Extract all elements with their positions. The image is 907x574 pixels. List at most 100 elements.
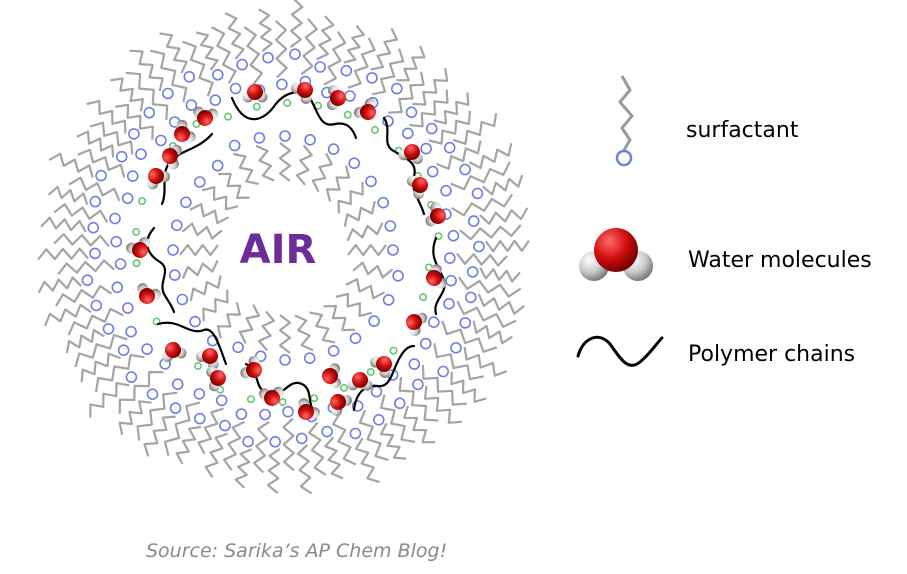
- oxygen-atom: [330, 394, 346, 410]
- surfactant-molecule: [197, 394, 228, 455]
- surfactant-tail: [37, 247, 89, 261]
- source-caption: Source: Sarika’s AP Chem Blog!: [146, 540, 448, 562]
- surfactant-tail: [450, 161, 511, 191]
- surfactant-head: [232, 341, 244, 354]
- surfactant-head: [401, 127, 414, 140]
- surfactant-molecule: [182, 40, 222, 106]
- surfactant-molecule: [159, 32, 196, 83]
- polymer-chain-icon: [576, 335, 664, 367]
- surfactant-molecule: [408, 358, 467, 406]
- surfactant-molecule: [253, 132, 275, 182]
- surfactant-head: [141, 343, 153, 355]
- surfactant-head: [393, 397, 406, 410]
- surfactant-molecule: [278, 314, 292, 366]
- surfactant-tail: [325, 165, 351, 202]
- oxygen-atom: [174, 126, 190, 142]
- surfactant-tail: [37, 276, 82, 294]
- surfactant-head: [189, 315, 201, 328]
- water-molecule: [370, 356, 392, 379]
- surfactant-molecule: [426, 140, 482, 178]
- surfactant-tail: [115, 103, 154, 140]
- surfactant-tail: [278, 314, 292, 354]
- surfactant-tail: [300, 18, 318, 76]
- surfactant-tail: [181, 259, 219, 279]
- counterion: [246, 395, 255, 404]
- legend-polymer-label: Polymer chains: [688, 342, 856, 367]
- surfactant-tail: [343, 24, 365, 64]
- counterion: [343, 110, 352, 119]
- surfactant-head: [445, 274, 457, 287]
- surfactant-head: [279, 354, 291, 366]
- surfactant-tail: [412, 68, 449, 106]
- surfactant-tail: [323, 304, 356, 332]
- surfactant-tail: [110, 77, 144, 112]
- oxygen-atom: [139, 288, 155, 304]
- surfactant-molecule: [321, 425, 344, 480]
- surfactant-tail: [424, 385, 462, 424]
- counterion: [252, 102, 261, 111]
- counterion: [192, 120, 201, 128]
- surfactant-head: [437, 365, 450, 378]
- surfactant-tail: [40, 216, 87, 233]
- surfactant-tail: [428, 110, 471, 145]
- water-molecule: [398, 144, 423, 165]
- surfactant-head: [102, 323, 115, 335]
- surfactant-molecule: [278, 130, 292, 182]
- surfactant-molecule: [53, 233, 122, 248]
- polymer-chain: [156, 321, 228, 366]
- surfactant-molecule: [466, 266, 521, 283]
- surfactant-head: [122, 302, 134, 314]
- surfactant-molecule: [175, 412, 206, 465]
- counterion: [138, 197, 147, 206]
- surfactant-molecule: [464, 291, 525, 315]
- water-molecule: [126, 237, 150, 258]
- surfactant-molecule: [473, 239, 530, 253]
- surfactant-tail: [204, 432, 228, 479]
- surfactant-tail: [159, 32, 188, 74]
- surfactant-head: [279, 130, 291, 142]
- oxygen-atom: [412, 177, 428, 193]
- surfactant-molecule: [65, 323, 115, 354]
- surfactant-head: [366, 72, 378, 84]
- water-molecule: [242, 84, 268, 103]
- water-molecule: [347, 372, 373, 391]
- surfactant-tail: [316, 15, 335, 61]
- surfactant-tail: [253, 420, 270, 474]
- oxygen-atom: [202, 348, 218, 364]
- surfactant-molecule: [258, 8, 274, 64]
- surfactant-tail: [189, 203, 230, 225]
- surfactant-tail: [335, 292, 373, 317]
- surfactant-head: [390, 82, 403, 95]
- surfactant-head: [125, 325, 137, 338]
- surfactant-head: [212, 69, 224, 81]
- oxygen-atom: [430, 208, 446, 224]
- surfactant-molecule: [419, 337, 485, 381]
- surfactant-head: [408, 358, 421, 370]
- surfactant-head: [155, 134, 167, 147]
- surfactant-molecule: [210, 26, 242, 95]
- surfactant-tail: [223, 421, 245, 471]
- surfactant-molecule: [115, 103, 167, 147]
- surfactant-tail: [163, 401, 201, 456]
- surfactant-molecule: [349, 427, 380, 484]
- surfactant-tail: [309, 311, 336, 344]
- surfactant-head: [253, 132, 266, 144]
- surfactant-head: [269, 435, 282, 448]
- surfactant-head: [303, 352, 316, 365]
- surfactant-molecule: [77, 148, 139, 182]
- surfactant-molecule: [95, 343, 153, 393]
- surfactant-head: [219, 419, 231, 432]
- counterion: [371, 126, 379, 134]
- oxygen-atom: [322, 368, 338, 384]
- polymer-chain: [308, 96, 358, 140]
- surfactant-head: [464, 291, 477, 304]
- surfactant-head: [443, 252, 456, 264]
- surfactant-head: [440, 184, 452, 197]
- surfactant-tail: [354, 437, 380, 484]
- surfactant-head: [162, 87, 174, 100]
- surfactant-head: [167, 244, 179, 256]
- surfactant-molecule: [254, 310, 275, 363]
- surfactant-tail: [210, 26, 237, 84]
- surfactant-layer: [37, 0, 530, 495]
- surfactant-molecule: [340, 24, 365, 77]
